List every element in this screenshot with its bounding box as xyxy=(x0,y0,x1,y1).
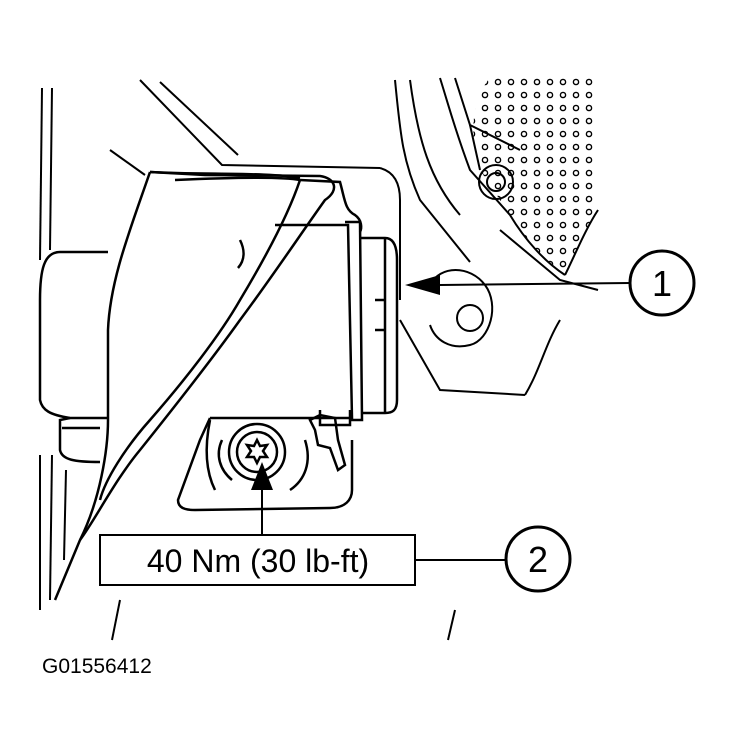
callout-2: 2 xyxy=(504,525,572,593)
mounting-bolt xyxy=(478,164,514,200)
callout-2-leader xyxy=(251,462,505,561)
callout-1-number: 1 xyxy=(652,263,672,304)
torque-spec-box: 40 Nm (30 lb-ft) xyxy=(99,534,416,586)
dotted-panel xyxy=(439,77,599,291)
shroud-cover xyxy=(53,170,336,601)
lower-bracket xyxy=(176,410,354,512)
frame-lines xyxy=(39,79,471,641)
callout-1-leader xyxy=(405,275,631,295)
module-body xyxy=(210,178,399,422)
callout-1: 1 xyxy=(628,249,696,317)
left-bracket xyxy=(38,250,108,464)
torx-bolt xyxy=(227,422,287,482)
callout-2-number: 2 xyxy=(528,539,548,580)
torque-spec-label: 40 Nm (30 lb-ft) xyxy=(147,543,369,579)
figure-id: G01556412 xyxy=(42,655,152,678)
boss xyxy=(399,269,561,396)
